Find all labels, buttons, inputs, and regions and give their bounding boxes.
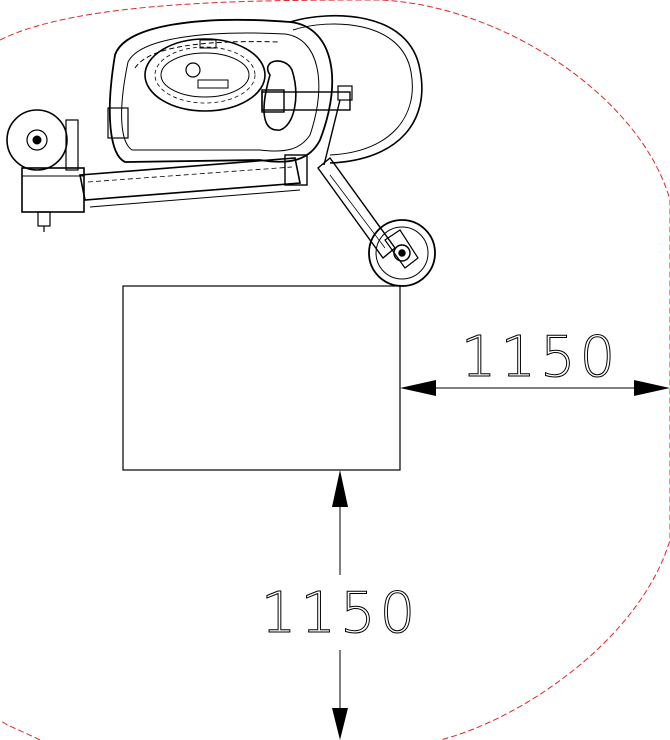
- base-rail-lower: [89, 189, 301, 208]
- tank-dashed: [154, 46, 256, 104]
- tank-label-plate: [197, 79, 229, 89]
- horizontal-arrow-right: [634, 380, 670, 396]
- belt-loop-inner: [292, 23, 413, 156]
- reel-hub: [32, 135, 42, 145]
- handle-loop: [263, 60, 297, 131]
- foot-knob: [37, 211, 51, 227]
- vertical-dimension: 1150: [260, 470, 420, 740]
- leg-inner: [329, 174, 386, 249]
- top-bracket: [199, 39, 217, 49]
- horizontal-dimension: 1150: [400, 325, 670, 396]
- vertical-arrow-up: [332, 470, 348, 507]
- side-tab: [107, 107, 129, 139]
- housing-dashed: [134, 41, 281, 69]
- main-housing: [108, 18, 334, 163]
- horizontal-arm: [261, 91, 351, 111]
- horizontal-arrow-left: [400, 380, 436, 396]
- vertical-dim-value: 1150: [261, 581, 420, 646]
- arm-collar: [261, 89, 285, 113]
- horizontal-dim-value: 1150: [461, 325, 620, 390]
- tank-inner: [160, 52, 250, 98]
- wheel-inner: [375, 226, 429, 280]
- wheel-axle: [398, 249, 406, 257]
- tank-outer: [144, 38, 266, 112]
- vertical-arrow-down: [332, 708, 348, 740]
- reel-bracket: [65, 119, 79, 171]
- reel-mid: [26, 129, 48, 151]
- wheel-outer: [368, 219, 436, 287]
- end-box: [21, 167, 85, 213]
- diagonal-leg: [317, 156, 396, 260]
- cap-icon: [185, 62, 201, 78]
- belt-loop: [289, 14, 423, 164]
- wheel-fork: [384, 229, 419, 269]
- arm-end-cap: [337, 85, 353, 101]
- reel-outer: [6, 109, 68, 171]
- rail-end-block: [284, 154, 308, 186]
- vertical-strut: [323, 99, 341, 166]
- base-rail: [79, 157, 301, 201]
- footprint-rect: [122, 285, 401, 471]
- equipment-assembly: [6, 14, 436, 287]
- base-rail-inner: [87, 166, 293, 183]
- main-housing-inner: [121, 32, 320, 152]
